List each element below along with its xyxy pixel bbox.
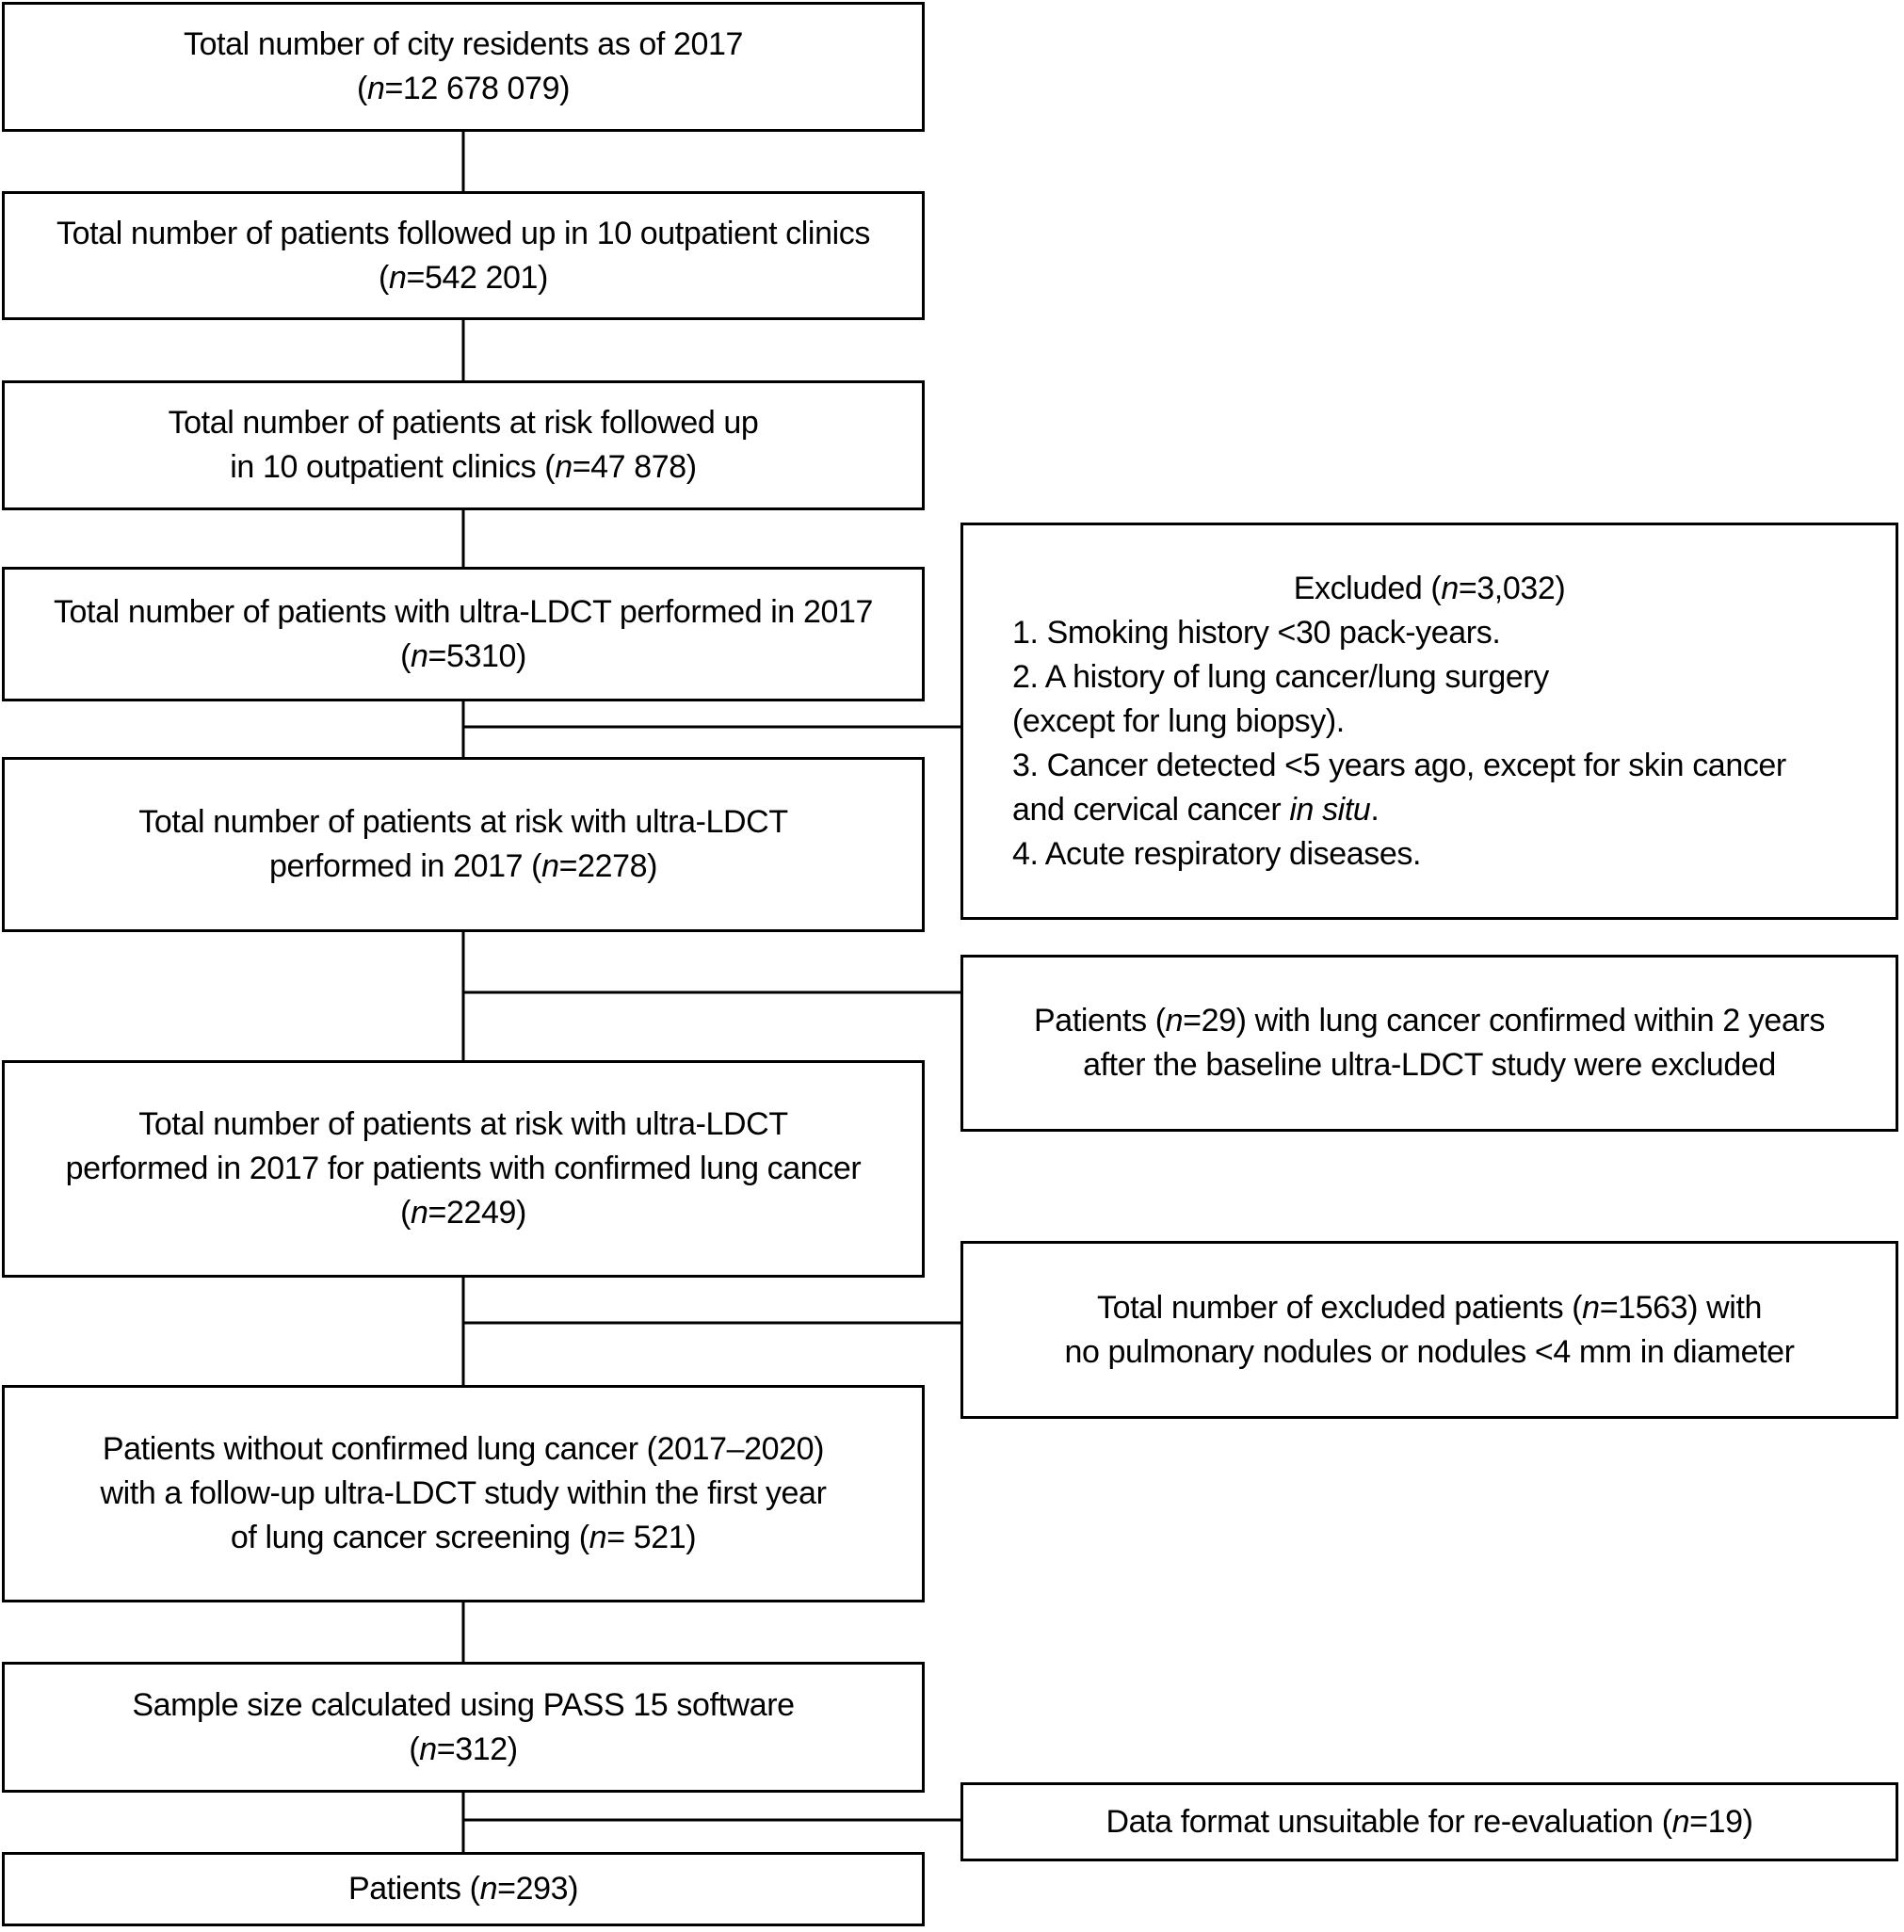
box-followed-up-clinics: Total number of patients followed up in …	[2, 191, 925, 320]
box-final-patients: Patients (n=293)	[2, 1852, 925, 1926]
box-at-risk-followed-up: Total number of patients at risk followe…	[2, 380, 925, 510]
box-city-residents-text: Total number of city residents as of 201…	[183, 26, 744, 106]
box-excluded-lung-cancer-2yr-text: Patients (n=29) with lung cancer confirm…	[1034, 1003, 1825, 1083]
box-ldct-performed-2017-text: Total number of patients with ultra-LDCT…	[53, 593, 874, 674]
box-excluded-data-format-text: Data format unsuitable for re-evaluation…	[1105, 1803, 1753, 1840]
box-followed-up-clinics-text: Total number of patients followed up in …	[56, 215, 870, 296]
box-excluded-no-nodules: Total number of excluded patients (n=156…	[960, 1241, 1898, 1419]
box-without-confirmed-cancer: Patients without confirmed lung cancer (…	[2, 1385, 925, 1602]
box-without-confirmed-cancer-text: Patients without confirmed lung cancer (…	[100, 1431, 827, 1555]
box-final-patients-text: Patients (n=293)	[347, 1871, 579, 1907]
box-ldct-performed-2017: Total number of patients with ultra-LDCT…	[2, 567, 925, 701]
box-sample-size-text: Sample size calculated using PASS 15 sof…	[132, 1686, 795, 1767]
box-at-risk-confirmed-cancer: Total number of patients at risk with ul…	[2, 1060, 925, 1278]
box-at-risk-ldct-2017: Total number of patients at risk with ul…	[2, 757, 925, 932]
box-excluded-no-nodules-text: Total number of excluded patients (n=156…	[1064, 1289, 1795, 1370]
box-excluded-criteria: Excluded (n=3,032) 1. Smoking history <3…	[960, 523, 1898, 920]
box-excluded-criteria-items: 1. Smoking history <30 pack-years.2. A h…	[1012, 614, 1786, 872]
box-excluded-criteria-title: Excluded (n=3,032)	[1293, 570, 1566, 606]
box-at-risk-confirmed-cancer-text: Total number of patients at risk with ul…	[65, 1106, 862, 1231]
box-at-risk-ldct-2017-text: Total number of patients at risk with ul…	[138, 804, 788, 884]
box-sample-size: Sample size calculated using PASS 15 sof…	[2, 1662, 925, 1793]
box-excluded-lung-cancer-2yr: Patients (n=29) with lung cancer confirm…	[960, 955, 1898, 1132]
box-at-risk-followed-up-text: Total number of patients at risk followe…	[168, 405, 759, 485]
box-city-residents: Total number of city residents as of 201…	[2, 2, 925, 132]
box-excluded-data-format: Data format unsuitable for re-evaluation…	[960, 1782, 1898, 1861]
